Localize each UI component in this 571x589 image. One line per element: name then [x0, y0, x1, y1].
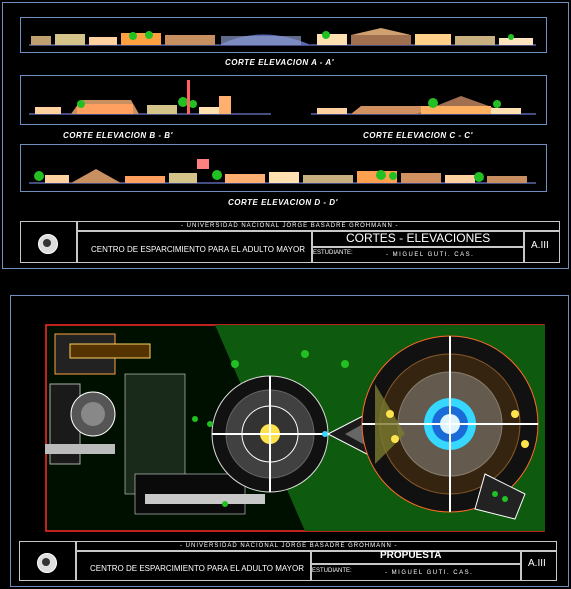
title-block-vline — [310, 550, 312, 580]
sheet-number: A.III — [531, 240, 549, 251]
elevation-a-drawing — [29, 28, 536, 46]
title-block-divider — [76, 222, 78, 262]
project-title: CENTRO DE ESPARCIMIENTO PARA EL ADULTO M… — [91, 245, 305, 254]
project-title: CENTRO DE ESPARCIMIENTO PARA EL ADULTO M… — [90, 564, 304, 573]
university-name: - UNIVERSIDAD NACIONAL JORGE BASADRE GRO… — [181, 223, 399, 229]
sheet-title: PROPUESTA — [380, 550, 442, 561]
title-block-hline-2 — [311, 246, 523, 248]
title-block-sheet2: - UNIVERSIDAD NACIONAL JORGE BASADRE GRO… — [19, 541, 557, 581]
elevation-bc-drawing — [29, 80, 536, 115]
university-name: - UNIVERSIDAD NACIONAL JORGE BASADRE GRO… — [180, 543, 398, 549]
elevation-band-d — [20, 144, 547, 192]
title-block-vline-2 — [523, 230, 525, 262]
student-name: - MIGUEL GUTI. CAS. — [386, 252, 475, 258]
caption-elevation-c: CORTE ELEVACION C - C' — [363, 131, 473, 140]
title-block-hline — [76, 550, 556, 552]
caption-elevation-a: CORTE ELEVACION A - A' — [225, 58, 335, 67]
student-label: ESTUDIANTE: — [312, 568, 352, 574]
university-seal-icon — [37, 553, 57, 573]
elevation-band-a — [20, 17, 547, 53]
elevation-d-drawing — [29, 159, 536, 184]
elevation-band-bc — [20, 75, 547, 125]
student-label: ESTUDIANTE: — [313, 250, 353, 256]
site-plan-sheet: - UNIVERSIDAD NACIONAL JORGE BASADRE GRO… — [10, 295, 569, 587]
sheet-title: CORTES - ELEVACIONES — [346, 231, 491, 245]
title-block-hline — [77, 230, 559, 232]
caption-elevation-d: CORTE ELEVACION D - D' — [228, 198, 338, 207]
title-block-divider — [75, 542, 77, 580]
title-block-vline-2 — [520, 550, 522, 580]
title-block-hline-2 — [310, 563, 520, 565]
site-plan-drawing — [45, 324, 545, 532]
university-seal-icon — [38, 234, 58, 254]
sheet-number: A.III — [528, 558, 546, 569]
student-name: - MIGUEL GUTI. CAS. — [385, 570, 474, 576]
title-block-sheet1: - UNIVERSIDAD NACIONAL JORGE BASADRE GRO… — [20, 221, 560, 263]
caption-elevation-b: CORTE ELEVACION B - B' — [63, 131, 173, 140]
elevations-sheet: CORTE ELEVACION A - A' CORTE ELEVACION B… — [2, 2, 569, 269]
